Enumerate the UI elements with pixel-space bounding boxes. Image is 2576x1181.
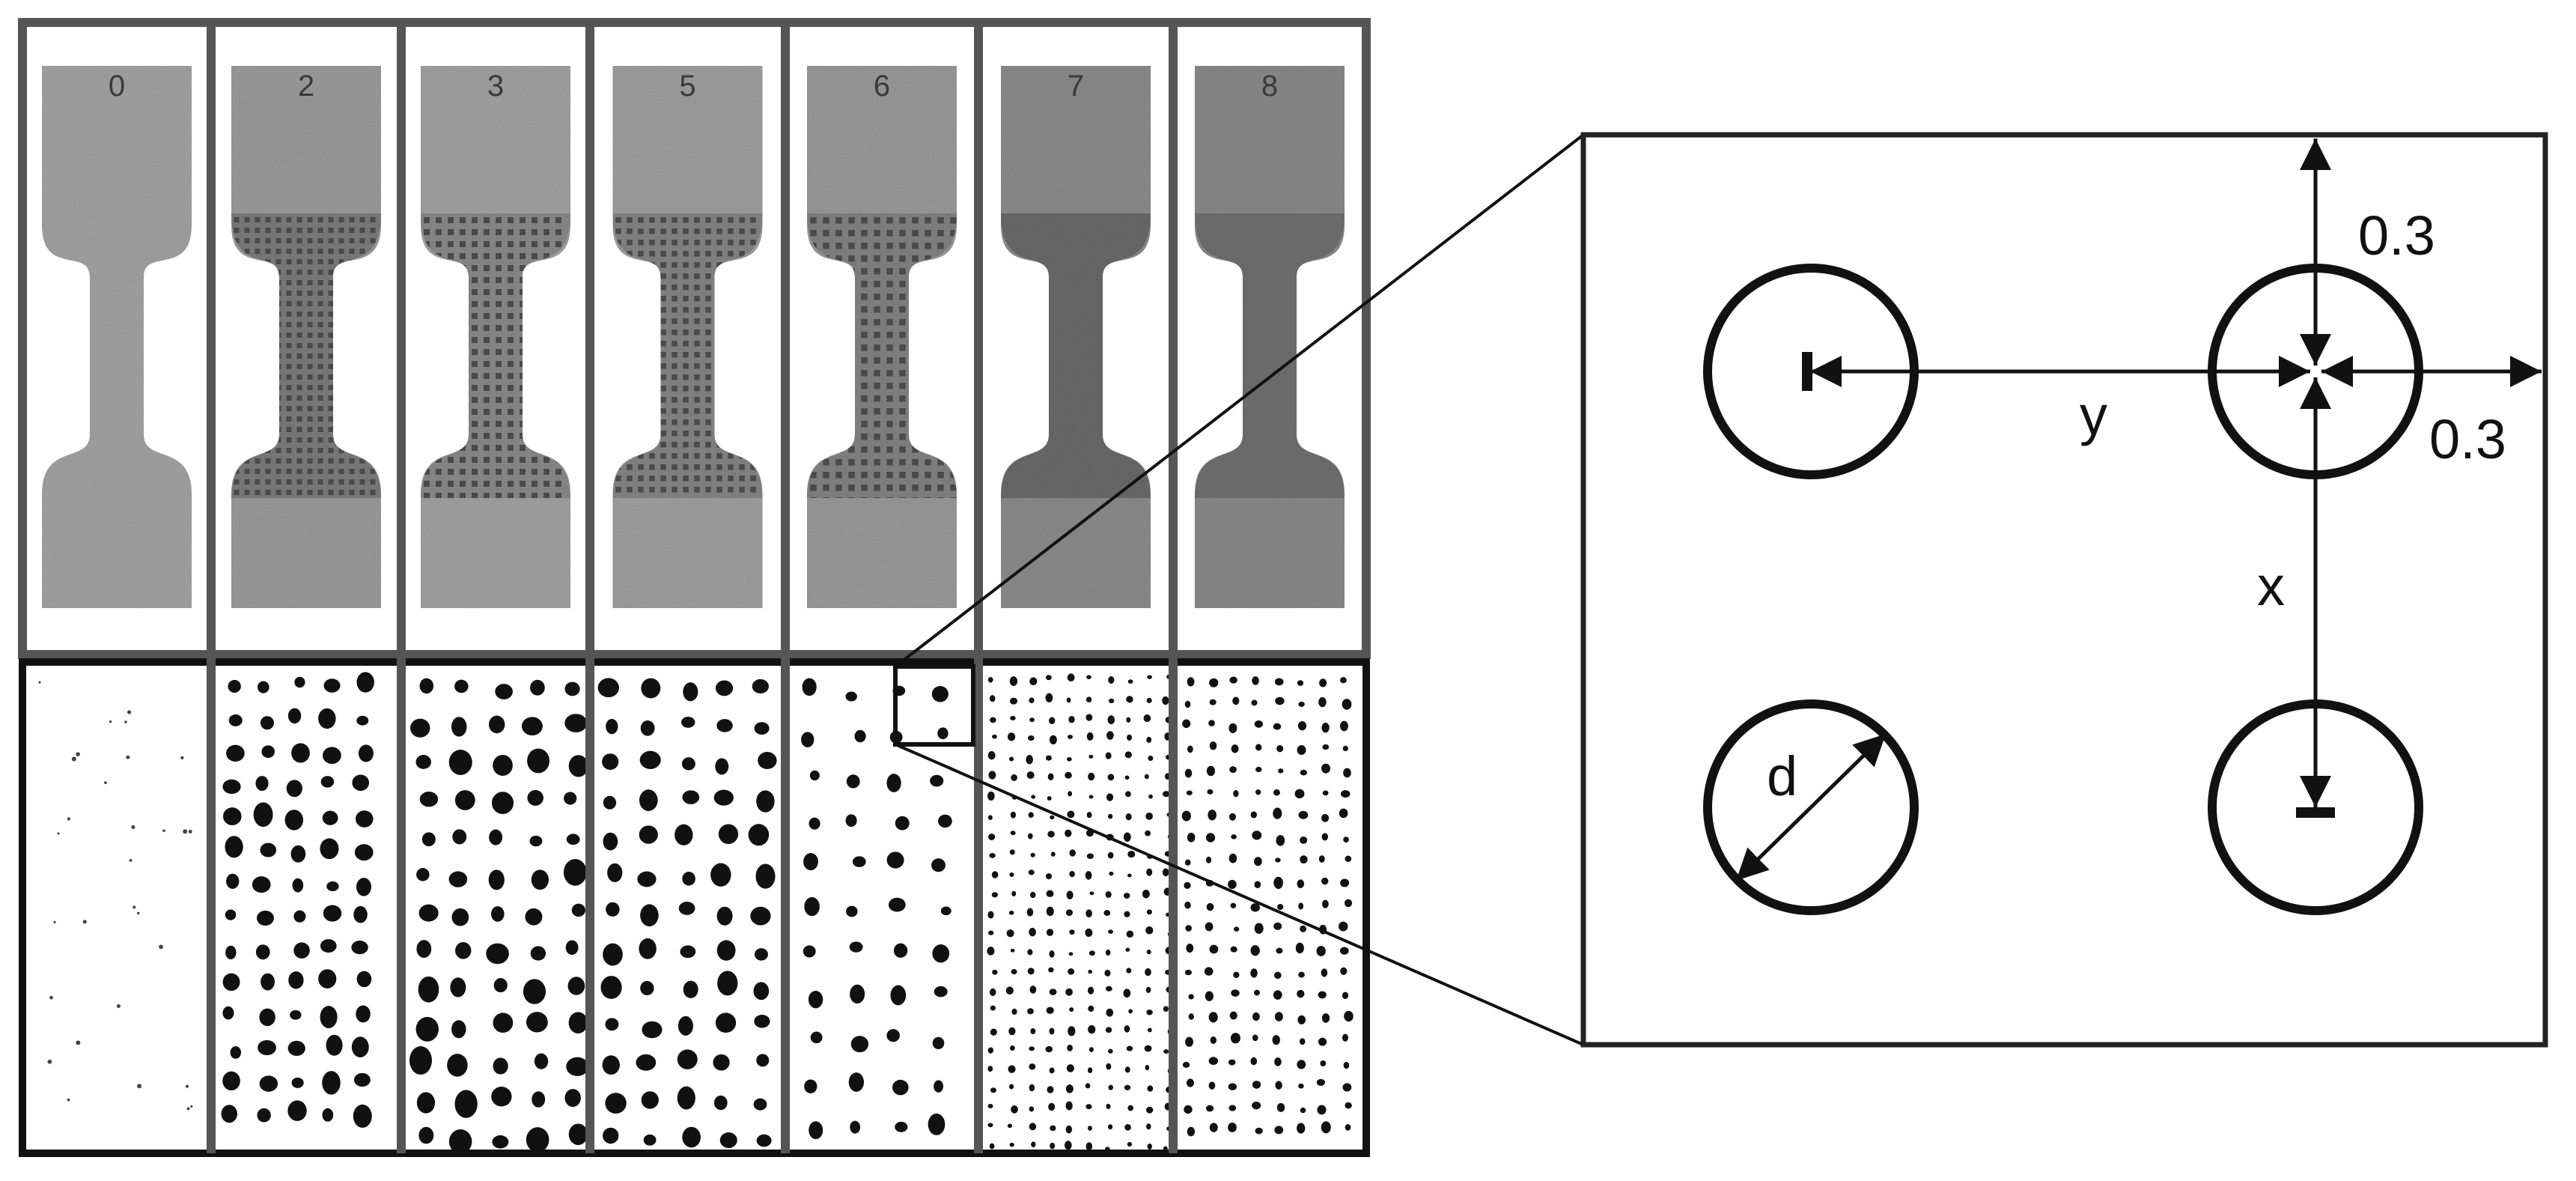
micrograph-0 — [38, 681, 193, 1111]
sample-number-label: 7 — [1068, 70, 1084, 103]
sample-number-label: 0 — [109, 70, 125, 103]
specimen-7: 7 — [1001, 66, 1151, 608]
spacing-y-label: y — [2080, 384, 2107, 446]
spacing-x-label: x — [2257, 555, 2285, 617]
zoom-region-box — [893, 664, 975, 747]
sample-number-label: 3 — [487, 70, 504, 103]
diameter-arrow-b — [1735, 806, 1812, 882]
panel-frames — [18, 18, 1371, 1157]
micrograph-7 — [987, 673, 1173, 1152]
gauge-section — [421, 213, 570, 498]
micrograph-5 — [597, 678, 777, 1148]
gauge-section — [1001, 213, 1151, 498]
micrograph-2 — [221, 672, 374, 1128]
micrograph-3 — [409, 678, 589, 1154]
sample-number-label: 8 — [1261, 70, 1278, 103]
zoom-connector-bottom — [895, 743, 1584, 1046]
specimen-8: 8 — [1195, 66, 1345, 608]
sample-number-label: 2 — [298, 70, 314, 103]
spacing-x-end-tick — [2296, 807, 2335, 818]
specimen-body — [42, 66, 192, 608]
gauge-section — [1195, 213, 1345, 498]
gauge-section — [807, 213, 957, 498]
offset-top-label: 0.3 — [2358, 204, 2435, 267]
micrograph-row — [38, 672, 1354, 1154]
diameter-arrow-a — [1809, 732, 1887, 809]
photo-row-frame — [18, 18, 1371, 659]
micro-row-frame — [19, 658, 1370, 1157]
pore-bottom-left — [1703, 699, 1919, 915]
spacing-y-end-tick — [1802, 352, 1812, 391]
zoom-connector-top — [894, 133, 1585, 668]
unit-cell-detail-panel: 0.3 0.3 y x d — [1580, 132, 2548, 1048]
sample-number-label: 5 — [679, 70, 695, 103]
diameter-label: d — [1767, 745, 1797, 807]
specimen-0: 0 — [42, 66, 192, 608]
gauge-section — [231, 213, 381, 498]
sample-number-label: 6 — [874, 70, 890, 103]
offset-right-label: 0.3 — [2429, 408, 2506, 470]
detail-frame — [1580, 132, 2548, 1048]
micrograph-6 — [801, 678, 952, 1140]
